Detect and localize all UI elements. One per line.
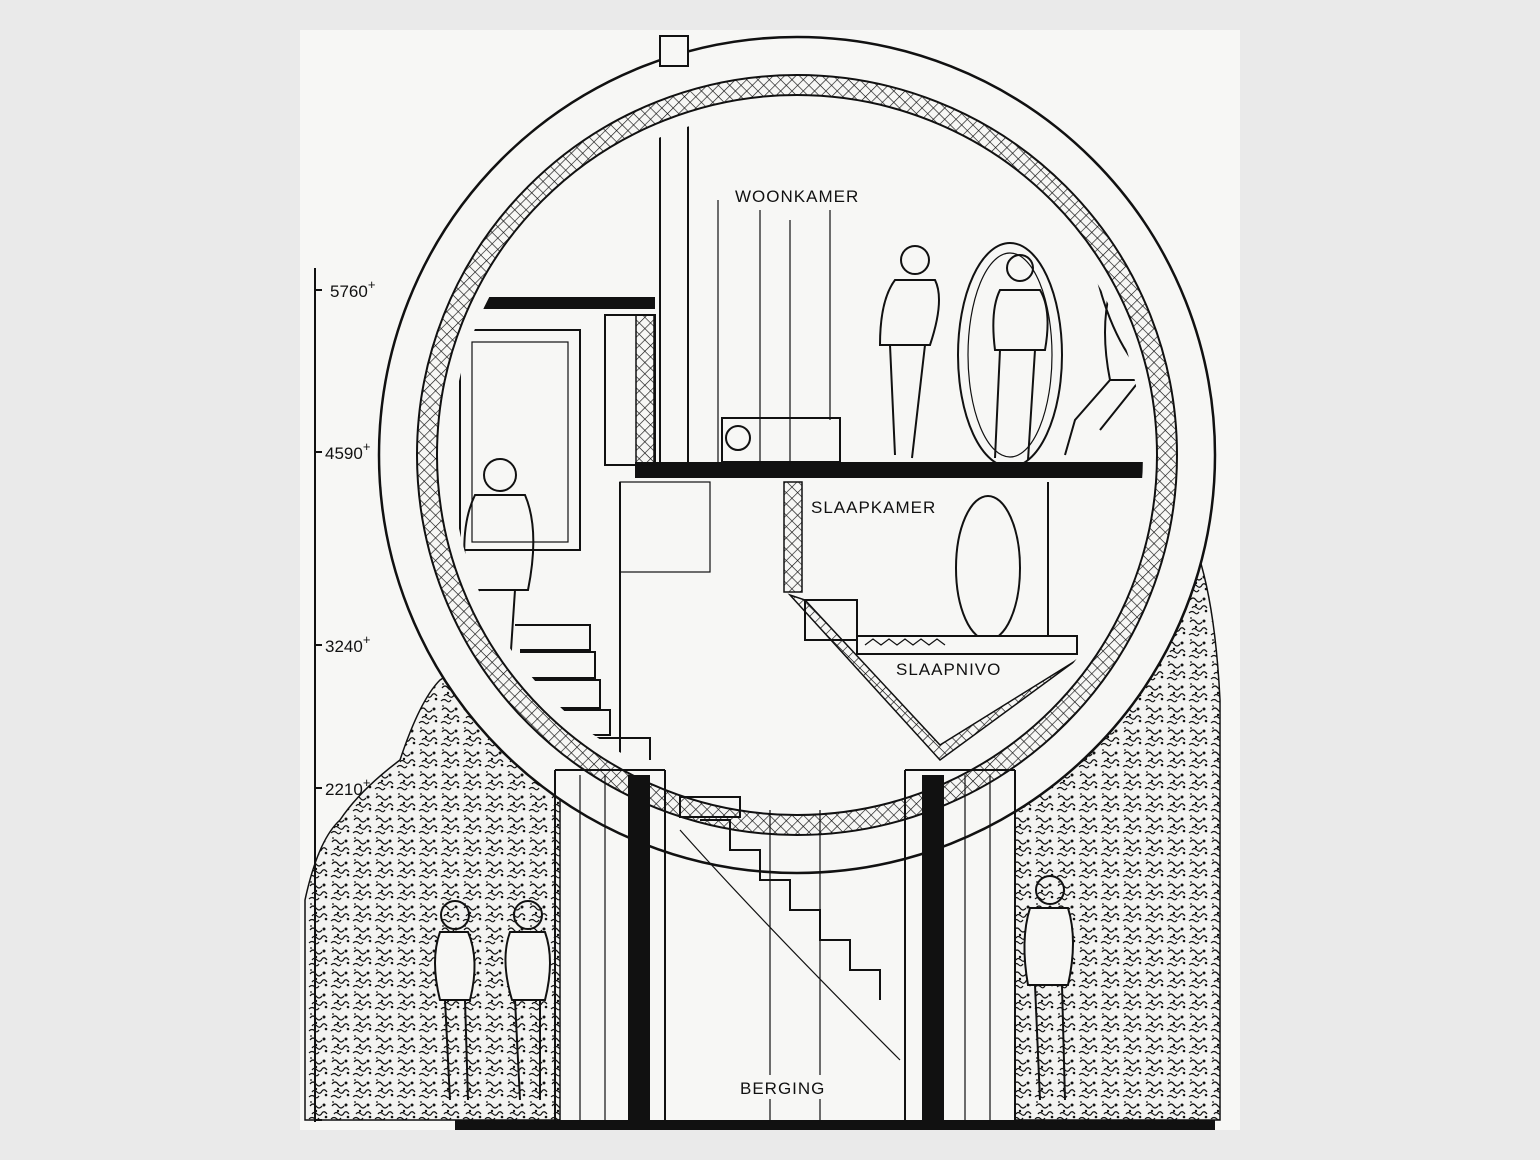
person-living-1 — [878, 245, 940, 459]
round-window — [957, 242, 1063, 468]
label-woonkamer: WOONKAMER — [735, 187, 859, 206]
stove-dial — [725, 425, 751, 451]
person-outside-3 — [1023, 875, 1074, 1101]
left-stem-wall — [628, 775, 650, 1120]
ground-slab — [455, 1120, 1215, 1130]
stem-stairs — [679, 796, 901, 1120]
dim-label-3240: 3240+ — [325, 632, 370, 656]
dim-label-4590: 4590+ — [325, 439, 370, 463]
exterior-figures — [434, 875, 1074, 1101]
storage-panel — [604, 314, 656, 466]
living-floor-slab — [635, 462, 1143, 478]
door-frame — [459, 329, 581, 551]
stove — [721, 417, 841, 463]
label-slaapnivo: SLAAPNIVO — [896, 660, 1001, 679]
label-slaapkamer: SLAAPKAMER — [811, 498, 936, 517]
height-dimension-bar: 5760+ 4590+ 3240+ 2210+ — [314, 268, 375, 1122]
stem — [455, 769, 1215, 1130]
dim-label-5760: 5760+ — [330, 277, 375, 301]
right-stem-wall — [922, 775, 944, 1120]
room-labels: WOONKAMER SLAAPKAMER SLAAPNIVO BERGING — [732, 183, 1013, 1099]
interior-stairs — [515, 624, 651, 760]
person-outside-2 — [504, 900, 551, 1101]
chimney — [659, 35, 689, 67]
bed-mattress — [856, 635, 1078, 655]
label-berging: BERGING — [740, 1079, 825, 1098]
person-outside-1 — [434, 900, 476, 1101]
sphere-shell — [377, 35, 1217, 875]
upper-floor-slab — [455, 297, 655, 309]
bedroom-wall — [783, 481, 803, 593]
person-living-2 — [992, 254, 1049, 461]
dim-label-2210: 2210+ — [325, 775, 370, 799]
